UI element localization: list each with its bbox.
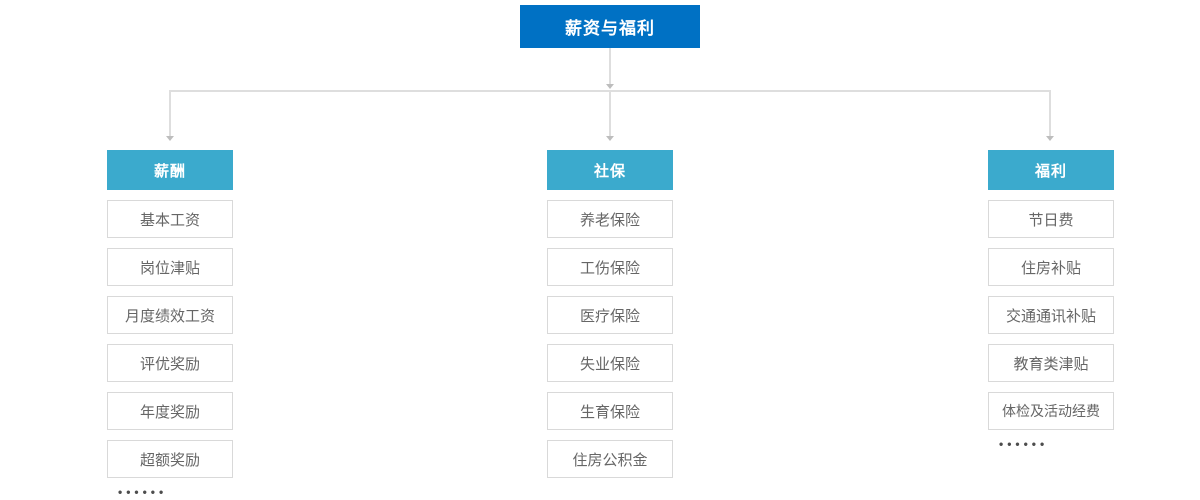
node-item: 体检及活动经费	[988, 392, 1114, 430]
node-item: 生育保险	[547, 392, 673, 430]
connector-horizontal	[169, 90, 1051, 92]
connector-root-vertical	[609, 48, 611, 86]
connector-drop-center	[609, 92, 611, 136]
connector-drop-right	[1049, 92, 1051, 136]
node-item: 节日费	[988, 200, 1114, 238]
arrow-down-icon	[166, 136, 174, 141]
column-header-social-insurance: 社保	[547, 150, 673, 190]
more-dots: ••••••	[118, 485, 168, 499]
node-item: 失业保险	[547, 344, 673, 382]
node-item: 交通通讯补贴	[988, 296, 1114, 334]
column-social-insurance: 社保 养老保险 工伤保险 医疗保险 失业保险 生育保险 住房公积金	[547, 150, 673, 478]
column-header-compensation: 薪酬	[107, 150, 233, 190]
node-item: 基本工资	[107, 200, 233, 238]
column-welfare: 福利 节日费 住房补贴 交通通讯补贴 教育类津贴 体检及活动经费 ••••••	[988, 150, 1114, 451]
arrow-down-icon	[606, 84, 614, 89]
root-node: 薪资与福利	[520, 5, 700, 48]
node-item: 养老保险	[547, 200, 673, 238]
connector-drop-left	[169, 92, 171, 136]
node-item: 工伤保险	[547, 248, 673, 286]
node-item: 超额奖励	[107, 440, 233, 478]
arrow-down-icon	[606, 136, 614, 141]
more-dots: ••••••	[999, 437, 1049, 451]
arrow-down-icon	[1046, 136, 1054, 141]
column-compensation: 薪酬 基本工资 岗位津贴 月度绩效工资 评优奖励 年度奖励 超额奖励 •••••…	[107, 150, 233, 499]
node-item: 教育类津贴	[988, 344, 1114, 382]
node-item: 月度绩效工资	[107, 296, 233, 334]
node-item: 评优奖励	[107, 344, 233, 382]
column-header-welfare: 福利	[988, 150, 1114, 190]
node-item: 年度奖励	[107, 392, 233, 430]
node-item: 住房补贴	[988, 248, 1114, 286]
node-item: 住房公积金	[547, 440, 673, 478]
node-item: 医疗保险	[547, 296, 673, 334]
node-item: 岗位津贴	[107, 248, 233, 286]
